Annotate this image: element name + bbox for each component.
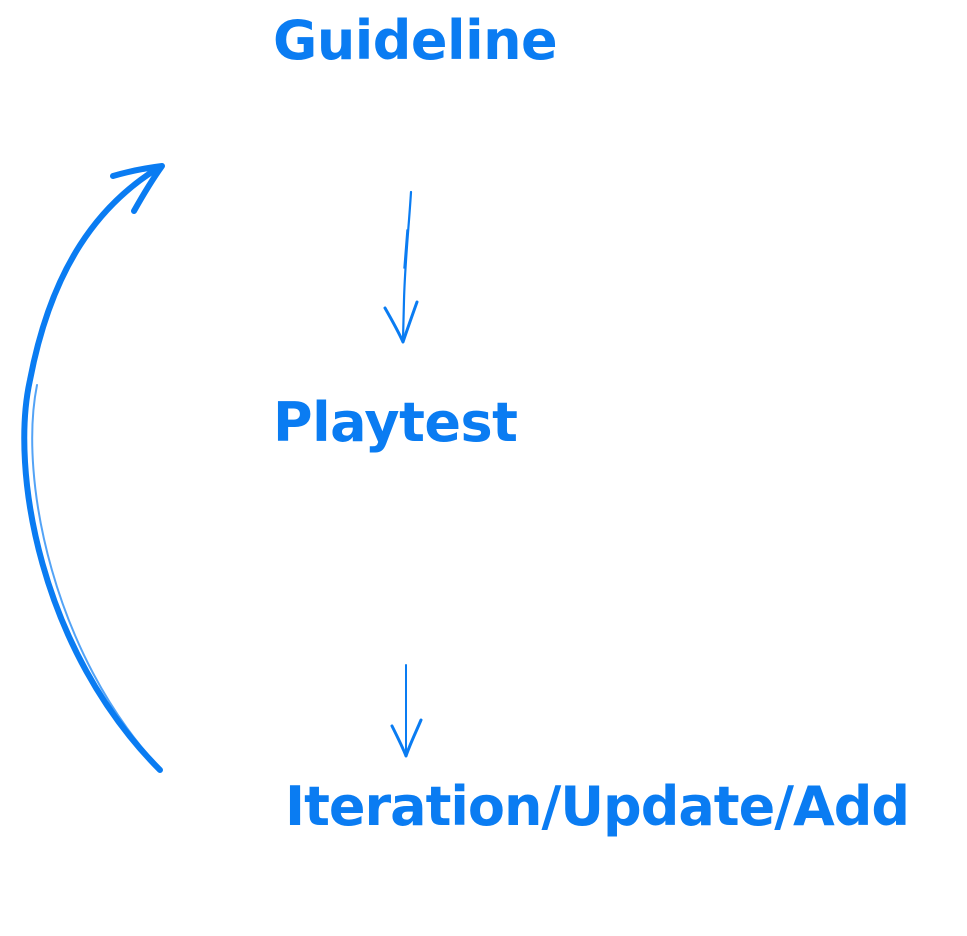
arrow-guideline-to-playtest-icon — [383, 190, 419, 344]
loop-arrow-back-to-guideline-icon — [21, 163, 165, 773]
step-playtest-label: Playtest — [273, 391, 518, 454]
step-iteration-update-add-label: Iteration/Update/Add — [285, 775, 910, 838]
step-guideline-label: Guideline — [273, 9, 558, 72]
arrow-playtest-to-iteration-icon — [390, 664, 423, 758]
